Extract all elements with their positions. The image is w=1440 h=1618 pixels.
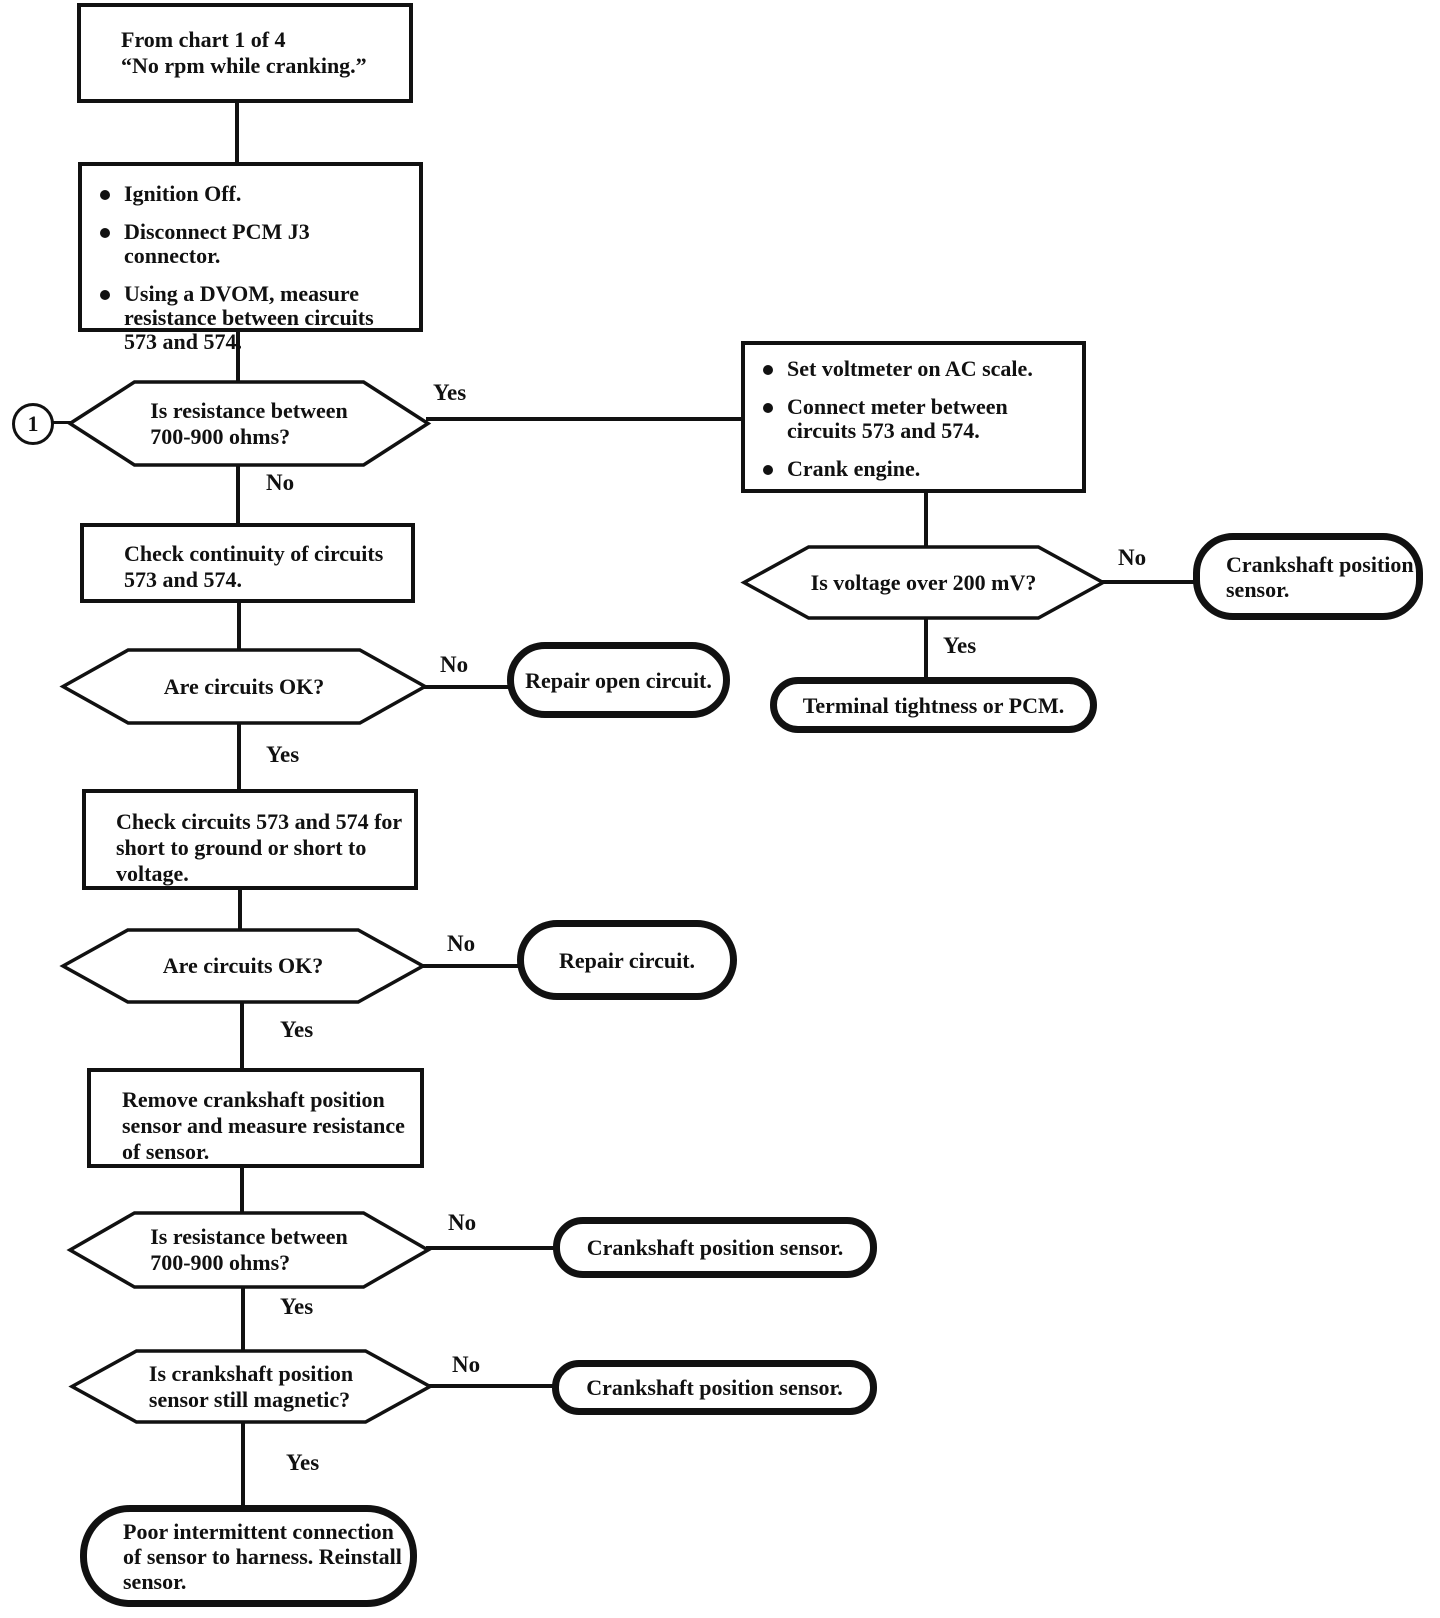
terminal-cps-1: Crankshaft position sensor. — [1193, 533, 1423, 620]
node-text-line: Are circuits OK? — [163, 673, 325, 699]
connector-1: 1 — [12, 403, 54, 445]
edge-label-yes: Yes — [280, 1017, 314, 1042]
edge-fromchart-steps — [235, 101, 239, 164]
edge-label-yes: Yes — [943, 633, 977, 658]
edge-label-yes: Yes — [280, 1294, 314, 1319]
node-text-line: From chart 1 of 4 — [121, 27, 286, 52]
edge-steps-q1 — [236, 330, 240, 384]
edge-q1-no — [236, 463, 240, 525]
decision-resistance-1: Is resistance between 700-900 ohms? — [70, 382, 428, 465]
edge-qvolt-yes — [924, 616, 928, 679]
node-text-line: Terminal tightness or PCM. — [802, 692, 1065, 718]
node-text-line: 573 and 574. — [124, 567, 242, 592]
node-text-line: of sensor to harness. Reinstall — [123, 1543, 402, 1569]
node-from-chart: From chart 1 of 4 “No rpm while cranking… — [77, 3, 413, 103]
node-text-line: sensor and measure resistance — [122, 1113, 405, 1138]
bullet-item: Disconnect PCM J3 connector. — [100, 220, 411, 268]
node-text-line: of sensor. — [122, 1139, 210, 1164]
edge-qok1-yes — [237, 721, 241, 791]
terminal-repair-open: Repair open circuit. — [507, 642, 730, 718]
bullet-item: Connect meter between circuits 573 and 5… — [763, 395, 1074, 443]
node-text-line: Is resistance between — [150, 1224, 348, 1249]
node-text-line: Check circuits 573 and 574 for — [116, 809, 403, 834]
node-text-line: Repair circuit. — [558, 947, 696, 973]
bullet-item: Ignition Off. — [100, 182, 411, 206]
decision-resistance-2: Is resistance between 700-900 ohms? — [70, 1213, 428, 1287]
node-check-continuity: Check continuity of circuits 573 and 574… — [80, 523, 415, 603]
edge-label-yes: Yes — [266, 742, 300, 767]
bullet-item: Set voltmeter on AC scale. — [763, 357, 1074, 381]
edge-label-yes: Yes — [433, 380, 467, 405]
edge-label-no: No — [448, 1210, 477, 1235]
terminal-cps-3: Crankshaft position sensor. — [552, 1360, 877, 1415]
bullet-item: Crank engine. — [763, 457, 1074, 481]
edge-qres2-no — [426, 1246, 555, 1250]
edge-label-yes: Yes — [286, 1450, 320, 1475]
node-text-line: “No rpm while cranking.” — [121, 53, 367, 78]
node-text-line: voltage. — [116, 861, 189, 886]
decision-magnetic: Is crankshaft position sensor still magn… — [72, 1351, 430, 1422]
edge-qmag-yes — [241, 1420, 245, 1507]
node-text-line: Crankshaft position sensor. — [586, 1375, 843, 1400]
node-steps-voltmeter: Set voltmeter on AC scale. Connect meter… — [741, 341, 1086, 493]
node-text-line: sensor. — [123, 1568, 187, 1594]
edge-label-no: No — [447, 931, 476, 956]
edge-qok1-no — [423, 685, 509, 689]
terminal-repair-circuit: Repair circuit. — [517, 920, 737, 1000]
edge-voltmeter-qvolt — [924, 491, 928, 549]
node-text-line: Check continuity of circuits — [124, 541, 384, 566]
edge-qmag-no — [428, 1384, 554, 1388]
bullet-item: Using a DVOM, measure resistance between… — [100, 282, 411, 354]
edge-label-no: No — [440, 652, 469, 677]
edge-label-no: No — [1118, 545, 1147, 570]
node-text-line: Is resistance between — [150, 397, 348, 423]
node-text-line: Remove crankshaft position — [122, 1087, 385, 1112]
edge-qok2-yes — [240, 1000, 244, 1070]
edge-continuity-qok1 — [237, 601, 241, 652]
node-text-line: Repair open circuit. — [525, 667, 712, 693]
edge-remove-qres2 — [240, 1166, 244, 1215]
node-text-line: Is crankshaft position — [148, 1360, 354, 1386]
node-text-line: 700-900 ohms? — [150, 1250, 291, 1275]
edge-label-no: No — [266, 470, 295, 495]
node-text-line: Poor intermittent connection — [123, 1518, 394, 1544]
node-steps-resistance: Ignition Off. Disconnect PCM J3 connecto… — [78, 162, 423, 354]
terminal-poor-connection: Poor intermittent connection of sensor t… — [80, 1505, 417, 1607]
edge-q1-yes — [426, 417, 743, 421]
connector-1-label: 1 — [27, 411, 39, 436]
decision-circuits-ok-1: Are circuits OK? — [63, 650, 425, 723]
node-text-line: short to ground or short to — [116, 835, 367, 860]
edge-circle1-q1 — [52, 421, 72, 424]
node-text-line: 700-900 ohms? — [150, 423, 291, 449]
terminal-tightness-pcm: Terminal tightness or PCM. — [770, 677, 1097, 733]
edge-label-no: No — [452, 1352, 481, 1377]
node-remove-sensor: Remove crankshaft position sensor and me… — [87, 1068, 424, 1168]
decision-circuits-ok-2: Are circuits OK? — [63, 930, 423, 1002]
node-check-short: Check circuits 573 and 574 for short to … — [82, 789, 418, 890]
decision-voltage: Is voltage over 200 mV? — [744, 547, 1103, 618]
edge-qres2-yes — [241, 1285, 245, 1353]
edge-short-qok2 — [238, 888, 242, 932]
edge-qok2-no — [421, 964, 519, 968]
node-text-line: Crankshaft position — [1226, 551, 1414, 577]
edge-qvolt-no — [1101, 580, 1195, 584]
node-text-line: Are circuits OK? — [162, 953, 324, 978]
terminal-cps-2: Crankshaft position sensor. — [553, 1217, 877, 1278]
node-text-line: sensor. — [1226, 576, 1290, 602]
node-text-line: Is voltage over 200 mV? — [810, 569, 1037, 595]
node-text-line: Crankshaft position sensor. — [586, 1235, 844, 1260]
node-text-line: sensor still magnetic? — [148, 1386, 351, 1412]
